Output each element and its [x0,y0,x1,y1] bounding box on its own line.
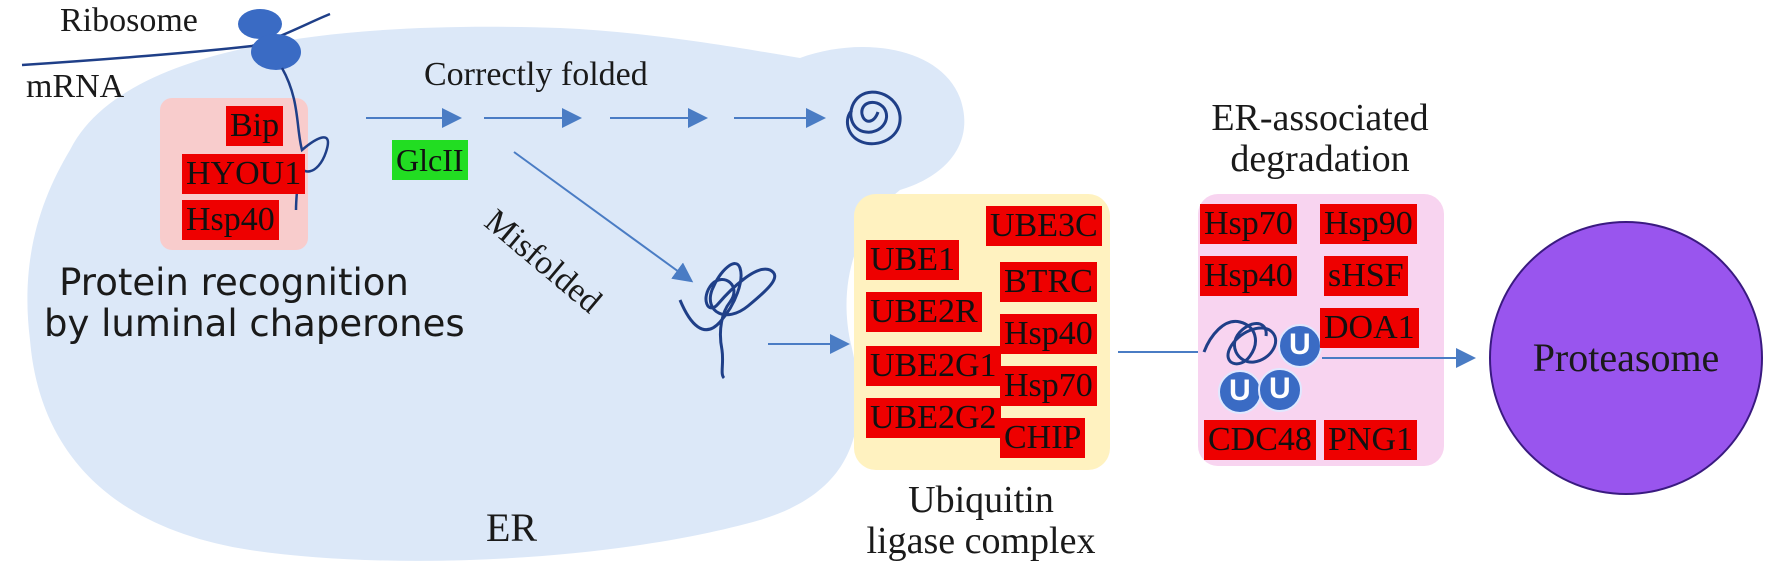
proteasome-label: Proteasome [1532,335,1720,380]
ubiquitin-label: U [1289,328,1311,361]
recognition-line1: Protein recognition [59,261,409,304]
erad-protein-hsp70: Hsp70 [1200,204,1297,244]
ligase-protein-btrc: BTRC [1000,262,1097,302]
ribosome-large-subunit [251,34,301,70]
ligase-protein-chip: CHIP [1000,418,1086,458]
erad-line1: ER-associated [1211,97,1429,139]
ligase-protein-hsp40: Hsp40 [1000,314,1097,354]
misfolded-protein [678,262,777,380]
erad-caption: ER-associated degradation [1150,97,1490,181]
erad-protein-hsp40: Hsp40 [1200,256,1297,296]
erad-protein-png1: PNG1 [1324,420,1418,460]
recognition-line2: by luminal chaperones [44,302,465,346]
recognition-caption: Protein recognition by luminal chaperone… [44,261,465,346]
ligase-line1: Ubiquitin [908,479,1054,521]
ubiquitin-label: U [1229,374,1251,407]
correctly-folded-label: Correctly folded [424,56,648,93]
ligase-protein-ube2g2: UBE2G2 [866,398,1001,438]
erad-protein-cdc48: CDC48 [1204,420,1316,460]
erad-protein-hsp90: Hsp90 [1320,204,1417,244]
mrna-label: mRNA [26,68,125,105]
ligase-protein-ube2r: UBE2R [866,292,982,332]
erad-protein-doa1: DOA1 [1320,308,1419,348]
ligase-protein-ube2g1: UBE2G1 [866,346,1001,386]
erad-line2: degradation [1230,138,1410,181]
erad-protein-shsf: sHSF [1324,256,1408,296]
ubiquitinated-protein [1202,319,1278,366]
ligase-protein-ube3c: UBE3C [986,206,1102,246]
glcII-badge: GlcII [392,140,468,180]
chaperone-hsp40: Hsp40 [182,200,279,240]
proteasome-circle [1489,221,1763,495]
ubiquitin-label: U [1269,372,1291,405]
er-label: ER [486,505,538,550]
ligase-line2: ligase complex [866,520,1096,563]
folded-protein-spiral [845,90,902,146]
ligase-protein-ube1: UBE1 [866,240,959,280]
ligase-protein-hsp70: Hsp70 [1000,366,1097,406]
chaperone-bip: Bip [226,106,284,146]
chaperone-hyou1: HYOU1 [182,154,306,194]
ubiquitin-icon [1258,368,1302,412]
ligase-caption: Ubiquitin ligase complex [836,479,1126,563]
ribosome-small-subunit [238,9,282,39]
ribosome-label: Ribosome [60,2,198,39]
misfolded-arrow [513,151,694,283]
mrna-strand [21,12,331,67]
